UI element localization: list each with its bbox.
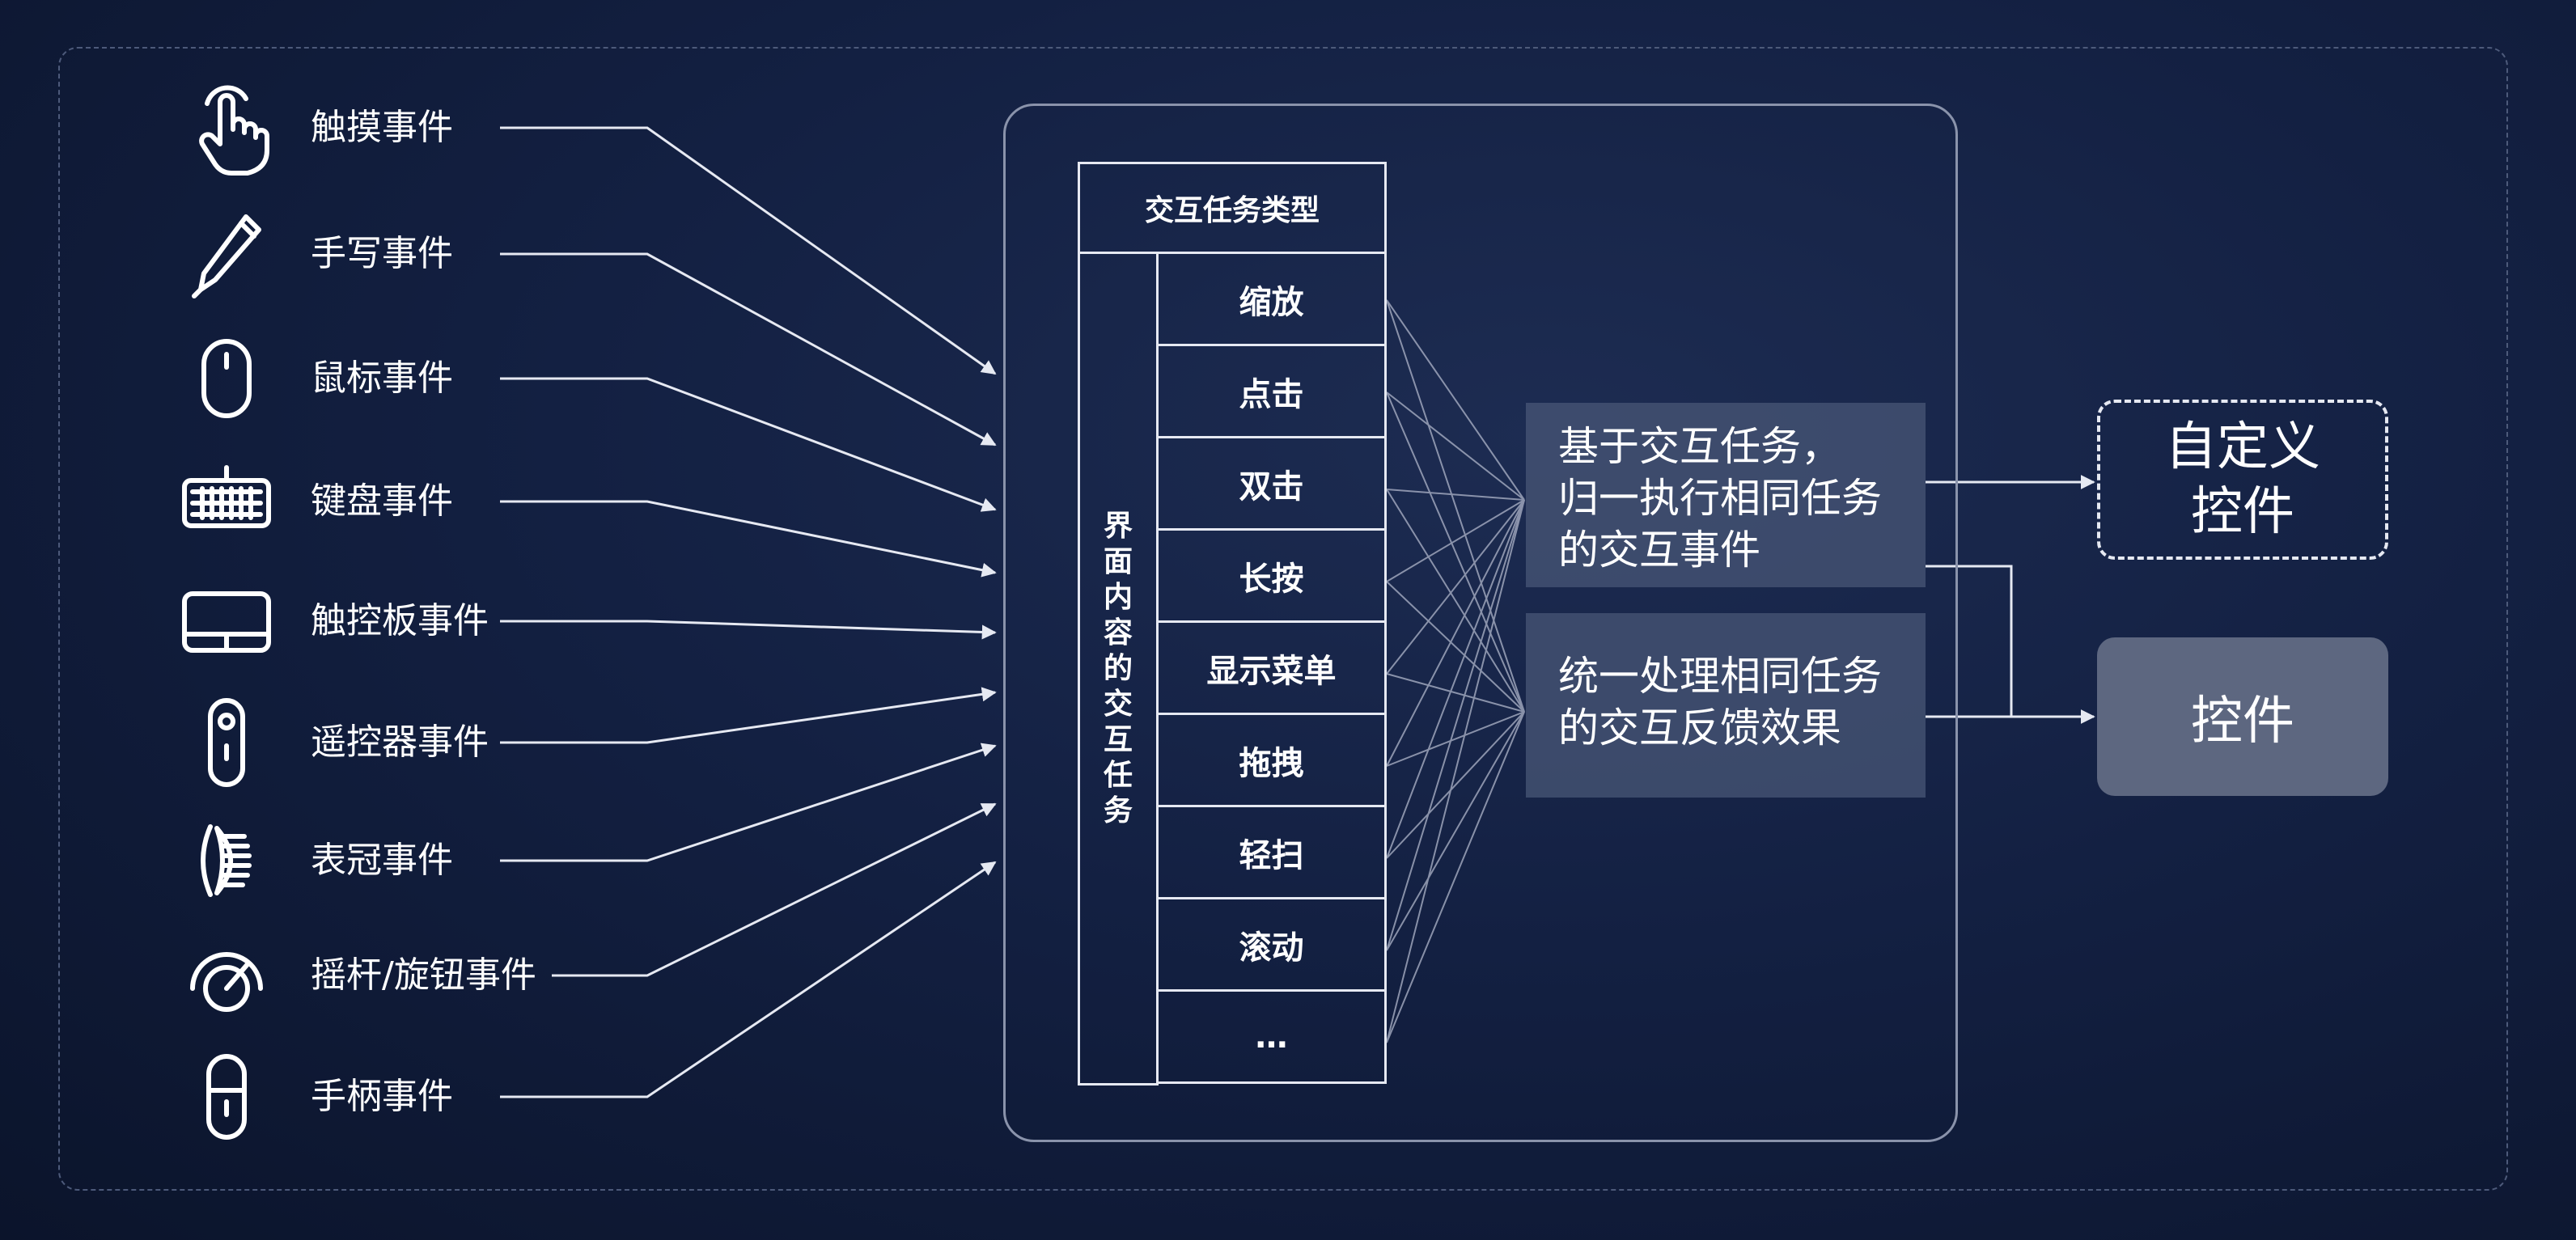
input-event-arrow [500,500,997,578]
input-event-arrow [500,743,997,862]
stylus-pen-icon [178,205,275,303]
control-label: 控件 [2191,692,2294,751]
unify-feedback-line: 的交互反馈效果 [1558,705,1841,751]
touch-hand-icon [178,79,275,176]
task-fan-line [1386,299,1525,713]
custom-control-label: 自定义 [2165,417,2320,477]
task-fan-line [1386,711,1525,1043]
input-event-label: 触摸事件 [311,107,453,148]
remote-control-icon [178,694,275,791]
unify-events-line: 的交互事件 [1558,527,1760,573]
task-side-label: 界面内容的交互任务 [1103,509,1133,827]
task-fan-line [1386,391,1525,713]
input-event-label: 键盘事件 [311,480,453,522]
interaction-task-panel [1003,104,1958,1142]
input-event-label: 鼠标事件 [311,358,453,399]
mouse-icon [178,330,275,427]
task-fan-line [1386,489,1525,713]
unify-events-box: 基于交互任务， 归一执行相同任务 的交互事件 [1526,403,1926,587]
task-fan-line [1386,499,1525,675]
task-fan-line [1386,391,1525,501]
input-event-label: 手柄事件 [311,1076,453,1117]
task-fan-line [1386,711,1525,767]
task-cell: 显示菜单 [1156,620,1387,715]
input-event-arrow [500,687,997,744]
input-event-arrow [500,126,997,375]
task-cell: 点击 [1156,344,1387,438]
input-event-arrow [500,252,997,446]
task-fan-line [1386,499,1525,582]
task-cell: 拖拽 [1156,713,1387,807]
unify-feedback-box: 统一处理相同任务 的交互反馈效果 [1526,613,1926,798]
input-event-label: 摇杆/旋钮事件 [311,954,536,996]
input-event-label: 遥控器事件 [311,722,489,763]
task-fan-line [1386,581,1525,713]
control-box: 控件 [2097,637,2388,796]
task-fan-line [1386,711,1525,859]
task-cell: 缩放 [1156,252,1387,346]
task-cell: 长按 [1156,528,1387,623]
input-event-arrow [500,377,997,512]
input-event-label: 表冠事件 [311,840,453,881]
task-cell: … [1156,989,1387,1084]
task-fan-line [1386,499,1525,767]
custom-control-label: 控件 [2191,482,2294,542]
task-fan-line [1386,299,1525,501]
task-cell: 双击 [1156,436,1387,531]
gamepad-handle-icon [178,1048,275,1145]
custom-control-box: 自定义 控件 [2097,400,2388,560]
input-event-arrow [552,802,997,977]
task-fan-line [1386,489,1525,501]
task-fan-line [1386,673,1525,713]
touchpad-icon [178,573,275,670]
input-event-label: 手写事件 [311,233,453,274]
unify-events-line: 基于交互任务， [1558,423,1841,470]
task-fan-line [1386,711,1525,951]
input-event-arrow [500,861,997,1098]
merge-connector-line [1926,565,2013,717]
input-event-arrow [500,620,997,640]
outer-dashed-frame [58,47,2508,1191]
unify-events-line: 归一执行相同任务 [1558,475,1882,522]
task-fan-line [1386,499,1525,859]
task-cell: 滚动 [1156,897,1387,992]
task-type-header: 交互任务类型 [1078,162,1387,254]
keyboard-icon [178,453,275,550]
input-event-label: 触控板事件 [311,600,489,641]
task-fan-line [1386,499,1525,1043]
task-cell: 轻扫 [1156,805,1387,899]
watch-crown-icon [178,812,275,909]
unify-feedback-line: 统一处理相同任务 [1558,653,1882,700]
task-fan-line [1386,499,1525,951]
task-side-column: 界面内容的交互任务 [1078,252,1159,1086]
joystick-knob-icon [178,927,275,1024]
